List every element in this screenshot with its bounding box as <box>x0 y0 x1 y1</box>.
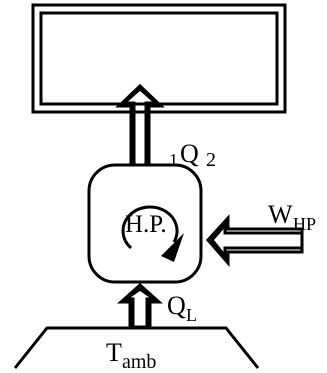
t-sub-label: amb <box>122 351 156 373</box>
t-main-label: T <box>106 338 122 367</box>
ambient-reservoir <box>13 326 260 369</box>
high-temperature-reservoir <box>31 3 287 114</box>
heat-pump-label: H.P. <box>125 211 167 238</box>
heat-input-arrow <box>117 282 163 329</box>
w-sub-label: HP <box>293 214 316 234</box>
work-input-arrow <box>205 214 304 268</box>
cycle-arrow-icon <box>121 205 184 262</box>
q2-prefix-label: 1 <box>169 150 178 170</box>
ql-sub-label: L <box>186 305 197 325</box>
q2-main-label: Q <box>180 139 199 168</box>
q2-suffix-label: 2 <box>206 149 216 171</box>
w-main-label: W <box>268 200 293 229</box>
ql-main-label: Q <box>167 291 186 320</box>
